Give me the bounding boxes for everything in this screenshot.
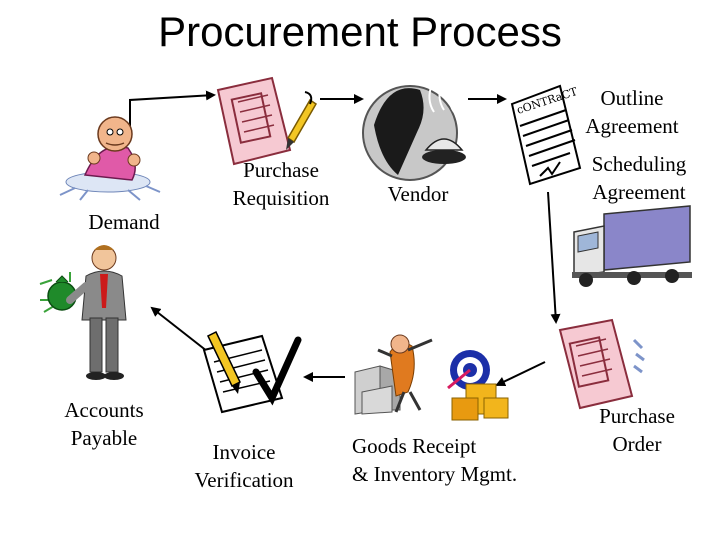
vendor-label: Vendor — [387, 182, 449, 206]
goods-receipt-boxes-icon — [354, 334, 509, 421]
demand-person-icon — [59, 116, 161, 201]
purchase-order-label: Purchase Order — [599, 404, 675, 456]
contract-scroll-icon: cONTRaCT — [510, 84, 582, 186]
arrow-vendor-to-purchase-order — [547, 191, 561, 324]
page-title: Procurement Process — [158, 8, 562, 55]
invoice-checkmark-icon — [202, 330, 302, 414]
purchase-requisition-label: Purchase Requisition — [232, 158, 330, 210]
scheduling-agreement-label: Scheduling Agreement — [591, 152, 687, 204]
accounts-payable-label: Accounts Payable — [64, 398, 144, 450]
goods-receipt-label: Goods Receipt & Inventory Mgmt. — [352, 434, 518, 486]
arrow-purchase-order-to-goods-receipt — [495, 361, 546, 387]
purchase-requisition-document-icon — [216, 76, 318, 166]
demand-label: Demand — [88, 210, 160, 234]
accounts-payable-businessman-icon — [39, 245, 127, 380]
flow-arrows — [129, 90, 561, 387]
vendor-waiter-icon — [362, 79, 466, 181]
arrow-demand-to-requisition — [129, 90, 216, 130]
delivery-truck-icon — [572, 205, 692, 287]
outline-agreement-label: Outline Agreement — [585, 86, 679, 138]
purchase-order-document-icon — [558, 318, 645, 410]
invoice-verification-label: Invoice Verification — [194, 440, 294, 492]
arrow-invoice-to-accounts-payable — [150, 306, 213, 356]
